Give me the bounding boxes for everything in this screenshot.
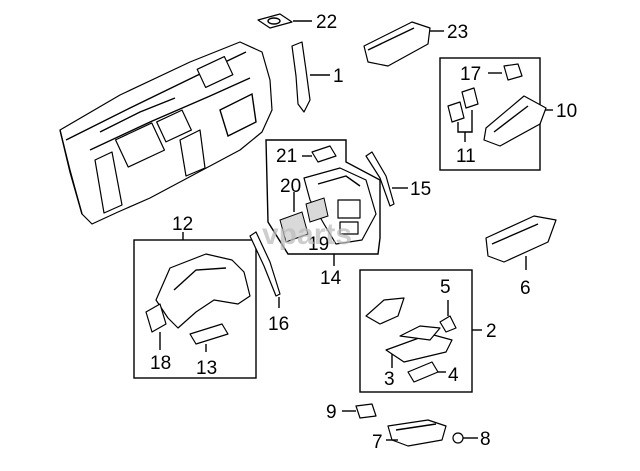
callout-9: 9 [326, 402, 337, 423]
callout-17: 17 [460, 64, 481, 85]
group-14-box [265, 139, 381, 266]
part-9-clip [342, 403, 377, 419]
callout-14: 14 [320, 268, 342, 289]
callout-19: 19 [308, 234, 329, 255]
part-6-glove-box [485, 215, 557, 270]
part-7-under-cover [386, 419, 447, 447]
callout-11: 11 [456, 146, 476, 167]
callout-23: 23 [447, 22, 468, 43]
group-2-box [359, 269, 482, 393]
callout-2: 2 [486, 321, 497, 342]
part-16-pillar-trim [249, 231, 281, 308]
group-12-box [133, 232, 257, 379]
callout-16: 16 [268, 314, 289, 335]
group-10-box [439, 57, 553, 171]
callout-22: 22 [316, 12, 337, 33]
callout-21: 21 [276, 146, 297, 167]
callout-15: 15 [410, 179, 431, 200]
instrument-panel [59, 41, 273, 225]
watermark-logo: vparts [262, 218, 352, 251]
callout-3: 3 [384, 369, 395, 390]
callout-10: 10 [556, 101, 577, 122]
callout-1: 1 [333, 66, 344, 87]
callout-8: 8 [480, 429, 491, 450]
callout-13: 13 [196, 358, 217, 379]
part-8-fastener [452, 432, 478, 444]
part-22-plate [257, 13, 312, 29]
callout-5: 5 [440, 277, 451, 298]
part-15-trim-strip [365, 151, 408, 207]
callout-20: 20 [280, 176, 301, 197]
callout-7: 7 [372, 432, 383, 453]
part-1-pillar-trim [291, 41, 330, 113]
part-23-cover [363, 21, 444, 67]
callout-12: 12 [172, 214, 193, 235]
callout-6: 6 [520, 278, 531, 299]
callout-4: 4 [448, 365, 459, 386]
callout-18: 18 [150, 353, 171, 374]
